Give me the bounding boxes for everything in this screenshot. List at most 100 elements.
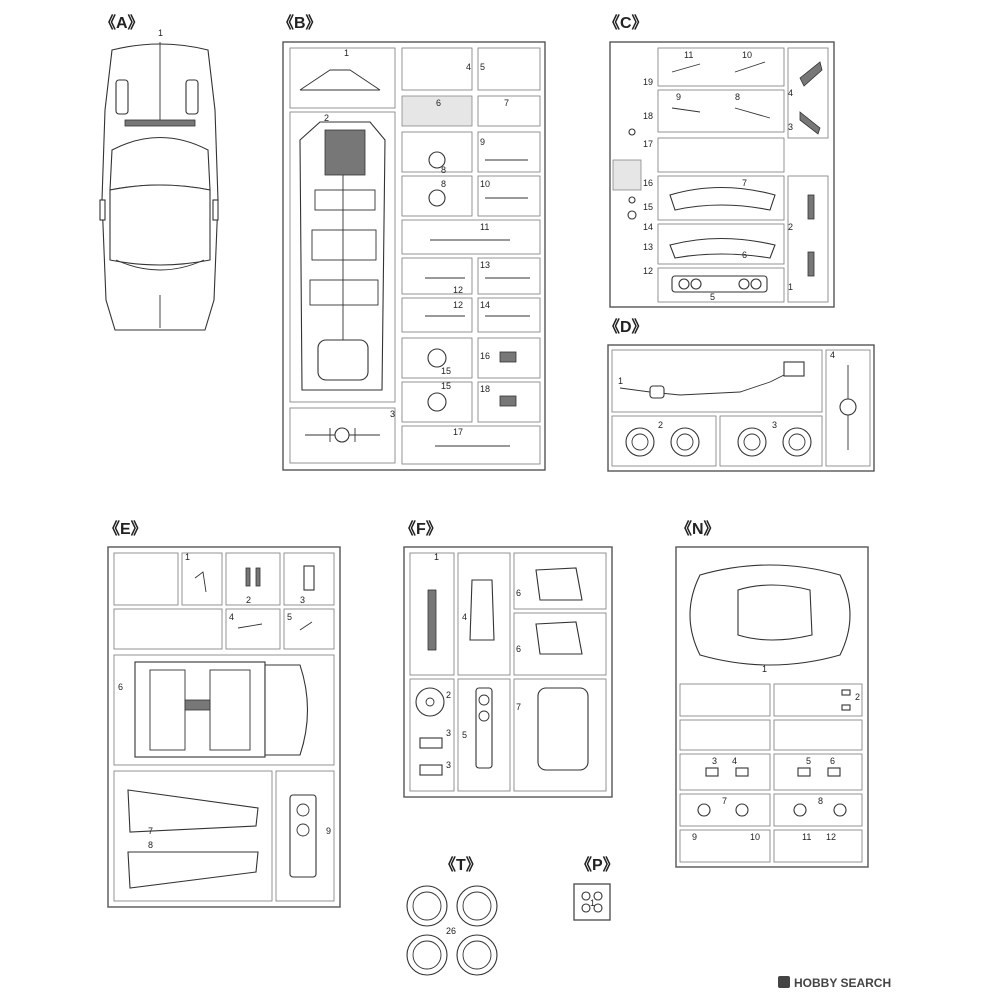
part-number-label: 5 (480, 62, 485, 72)
c-part-16-decal (612, 159, 642, 191)
part-number-label: 10 (750, 832, 760, 842)
part-number-label: 4 (830, 350, 835, 360)
d-part-1-exhaust (619, 371, 791, 396)
b-cell-1 (289, 47, 396, 109)
part-number-label: 15 (441, 366, 451, 376)
part-number-label: 19 (643, 77, 653, 87)
group-n: 《N》 1 2 3 4 5 6 7 8 9 10 11 12 (675, 520, 869, 868)
group-a: 《A》 1 (99, 14, 219, 331)
part-number-label: 7 (148, 826, 153, 836)
d-part-2-wheel-b (670, 427, 700, 457)
part-number-label: 11 (802, 832, 811, 842)
b-part-15-wheel-a (427, 348, 447, 368)
part-number-label: 12 (826, 832, 836, 842)
e-part-8-door-panel (127, 851, 259, 889)
part-number-label: 4 (466, 62, 471, 72)
part-number-label: 11 (480, 222, 489, 232)
part-label-p1: 1 (590, 898, 595, 908)
part-number-label: 13 (643, 242, 653, 252)
part-number-label: 6 (742, 250, 747, 260)
part-number-label: 1 (762, 664, 767, 674)
d-part-3-wheel-a (737, 427, 767, 457)
part-number-label: 3 (712, 756, 717, 766)
part-number-label: 9 (676, 92, 681, 102)
e-part-6-interior-tub (134, 661, 309, 758)
group-d-title: 《D》 (604, 318, 648, 336)
part-number-label: 7 (722, 796, 727, 806)
part-number-label: 17 (453, 427, 463, 437)
part-number-label: 15 (643, 202, 653, 212)
part-number-label: 12 (453, 285, 463, 295)
part-number-label: 18 (480, 384, 490, 394)
d-part-2-wheel-a (625, 427, 655, 457)
group-p-frame (573, 883, 611, 921)
f-part-7-rear-seat (537, 687, 589, 771)
part-number-label: 6 (436, 98, 441, 108)
part-number-label: 18 (643, 111, 653, 121)
part-number-label: 5 (462, 730, 467, 740)
part-number-label: 2 (658, 420, 663, 430)
c-part-6-bumper (669, 238, 776, 259)
part-number-label: 3 (788, 122, 793, 132)
group-n-title: 《N》 (676, 520, 720, 538)
f-part-6-seat-a (535, 567, 583, 601)
part-number-label: 16 (480, 351, 490, 361)
part-number-label: 4 (462, 612, 467, 622)
group-c: 《C》 1 2 3 4 5 6 7 8 9 10 (604, 14, 835, 308)
f-part-5-gauge-cluster (475, 687, 493, 769)
part-number-label: 1 (185, 552, 190, 562)
part-number-label: 8 (441, 179, 446, 189)
b-cell-2 (289, 111, 396, 403)
part-number-label: 6 (118, 682, 123, 692)
group-b-frame (282, 41, 546, 471)
group-e: 《E》 1 2 3 4 5 6 7 (104, 520, 341, 908)
part-label-a1: 1 (158, 28, 163, 38)
part-number-label: 5 (287, 612, 292, 622)
part-number-label: 12 (453, 300, 463, 310)
part-number-label: 4 (732, 756, 737, 766)
f-part-2-steering-wheel (415, 687, 445, 717)
b-cell-6 (401, 95, 473, 127)
part-number-label: 3 (772, 420, 777, 430)
part-number-label: 8 (148, 840, 153, 850)
e-part-7-door-panel (127, 789, 259, 833)
part-number-label: 2 (324, 113, 329, 123)
part-number-label: 16 (643, 178, 653, 188)
hobby-search-logo-icon (778, 976, 790, 988)
part-number-label: 7 (742, 178, 747, 188)
part-number-label: 1 (618, 376, 623, 386)
group-c-title: 《C》 (604, 14, 648, 32)
part-number-label: 9 (326, 826, 331, 836)
part-number-label: 2 (855, 692, 860, 702)
part-number-label: 9 (480, 137, 485, 147)
part-number-label: 7 (504, 98, 509, 108)
f-part-3-a (419, 737, 443, 749)
part-number-label: 11 (684, 50, 693, 60)
b-part-2-chassis (299, 121, 386, 391)
part-number-label: 3 (446, 728, 451, 738)
b-part-8-wheel-b (428, 189, 446, 207)
f-part-4-console (469, 579, 495, 641)
group-d-frame (607, 344, 875, 472)
part-number-label: 14 (643, 222, 653, 232)
part-number-label: 8 (441, 165, 446, 175)
part-number-label: 1 (344, 48, 349, 58)
part-number-label: 1 (788, 282, 793, 292)
group-f-title: 《F》 (400, 520, 442, 538)
part-number-label: 2 (788, 222, 793, 232)
group-a-title: 《A》 (100, 14, 144, 32)
part-number-label: 17 (643, 139, 653, 149)
group-c-frame (609, 41, 835, 308)
part-number-label: 3 (300, 595, 305, 605)
part-number-label: 13 (480, 260, 490, 270)
part-number-label: 6 (516, 644, 521, 654)
group-f: 《F》 1 2 3 3 4 5 6 6 7 (400, 520, 613, 798)
group-e-frame (107, 546, 341, 908)
group-p: 《P》 1 (573, 856, 619, 921)
f-part-1-spring (427, 589, 437, 651)
part-number-label: 3 (446, 760, 451, 770)
part-number-label: 8 (818, 796, 823, 806)
b-part-15-wheel-b (427, 392, 447, 412)
group-p-title: 《P》 (576, 856, 619, 874)
